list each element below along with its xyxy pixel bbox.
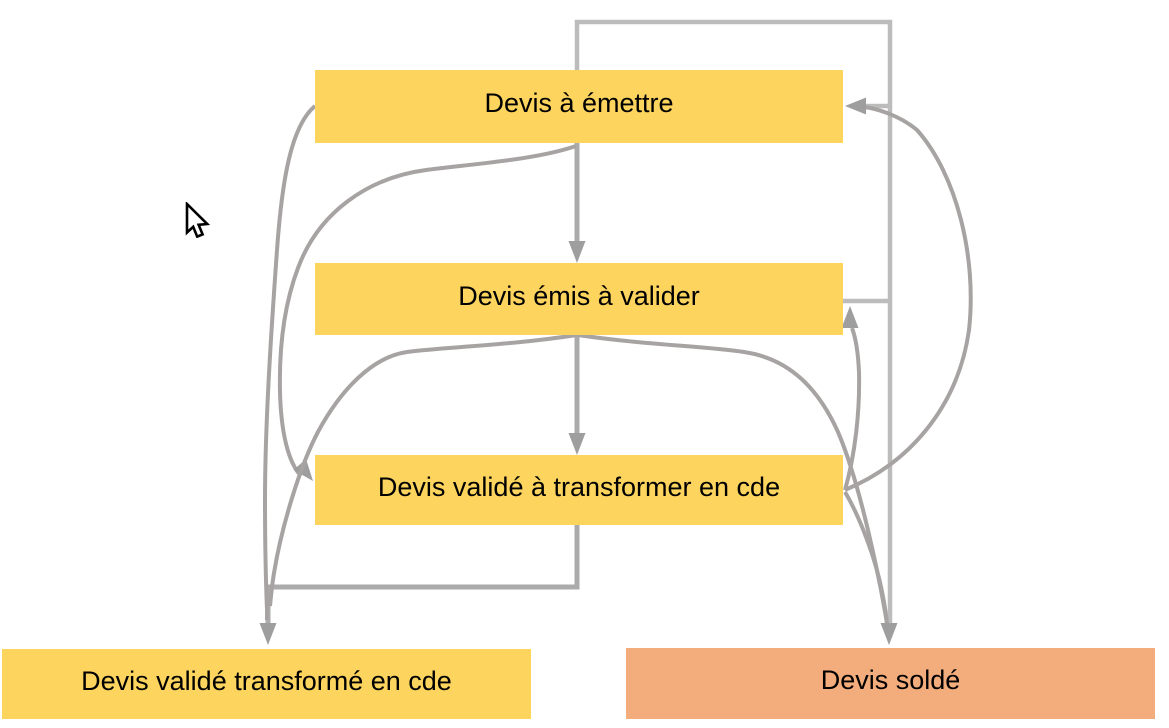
- mouse-cursor-icon: [185, 202, 211, 238]
- edge-validated-to-issued-curve: [843, 327, 862, 491]
- node-label: Devis à émettre: [484, 88, 674, 118]
- node-devis-valide-a-transformer[interactable]: Devis validé à transformer en cde: [315, 455, 843, 525]
- node-devis-valide-transforme[interactable]: Devis validé transformé en cde: [2, 649, 531, 719]
- node-label: Devis soldé: [820, 665, 961, 695]
- arrowhead-into-issued-right: [841, 306, 859, 328]
- node-devis-a-emettre[interactable]: Devis à émettre: [315, 70, 843, 143]
- edge-bus-loop: [574, 19, 893, 624]
- arrowhead-into-closed: [880, 623, 898, 645]
- arrowhead-into-validated: [568, 433, 586, 455]
- node-label: Devis validé transformé en cde: [81, 665, 452, 696]
- edge-issued-to-transformed-curve: [268, 333, 578, 607]
- arrowhead-into-draft-right: [845, 97, 866, 115]
- node-label: Devis validé à transformer en cde: [377, 471, 781, 502]
- edge-validated-to-closed-curve: [843, 490, 889, 626]
- arrowhead-into-transformed: [259, 623, 277, 645]
- node-devis-emis-a-valider[interactable]: Devis émis à valider: [315, 263, 843, 335]
- arrowhead-into-issued: [568, 241, 586, 263]
- edge-draft-to-validated-curve: [277, 144, 577, 478]
- node-label: Devis émis à valider: [458, 280, 700, 311]
- edge-validated-to-transformed: [265, 525, 580, 623]
- edge-draft-to-transformed-curve: [262, 104, 317, 620]
- node-devis-solde[interactable]: Devis soldé: [626, 648, 1155, 719]
- edge-validated-to-draft-curve: [844, 105, 973, 492]
